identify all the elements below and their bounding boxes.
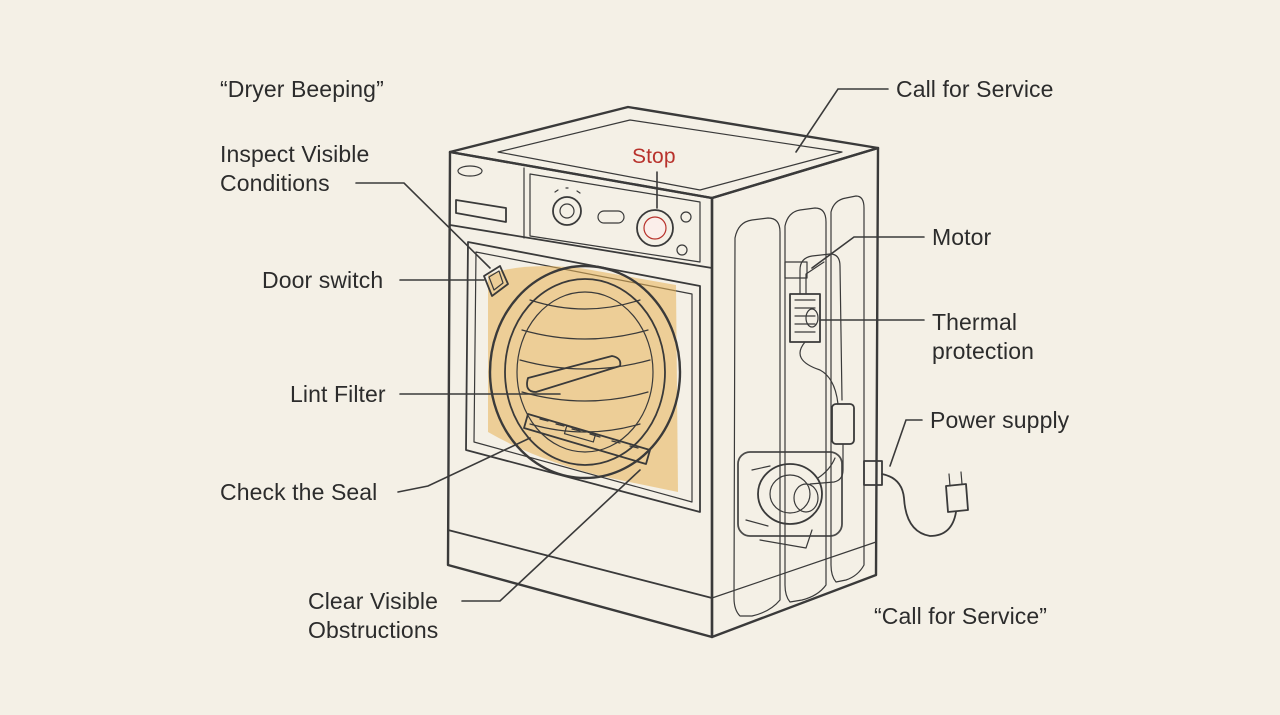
label-inspect-visible-conditions: Inspect Visible Conditions xyxy=(220,140,369,198)
dryer-cabinet xyxy=(446,105,880,639)
label-call-for-service-bottom: “Call for Service” xyxy=(874,603,1048,629)
label-check-the-seal: Check the Seal xyxy=(220,479,378,505)
door-assembly xyxy=(465,241,701,513)
label-motor: Motor xyxy=(932,224,992,250)
label-call-for-service-top: Call for Service xyxy=(896,76,1054,102)
label-thermal-line1: Thermal xyxy=(932,309,1018,335)
leader-lines xyxy=(355,88,925,602)
label-clear-line2: Obstructions xyxy=(308,617,439,643)
label-power-supply: Power supply xyxy=(930,407,1070,433)
label-clear-line1: Clear Visible xyxy=(308,588,438,614)
label-stop: Stop xyxy=(632,145,676,168)
control-panel xyxy=(455,165,701,263)
label-clear-visible-obstructions: Clear Visible Obstructions xyxy=(308,587,438,645)
internal-wiring xyxy=(737,253,969,549)
label-door-switch: Door switch xyxy=(262,267,384,293)
label-lint-filter: Lint Filter xyxy=(290,381,386,407)
label-thermal-line2: protection xyxy=(932,338,1035,364)
label-inspect-line1: Inspect Visible xyxy=(220,141,370,167)
label-dryer-beeping: “Dryer Beeping” xyxy=(220,76,384,102)
label-inspect-line2: Conditions xyxy=(220,170,330,196)
label-thermal-protection: Thermal protection xyxy=(932,308,1034,366)
